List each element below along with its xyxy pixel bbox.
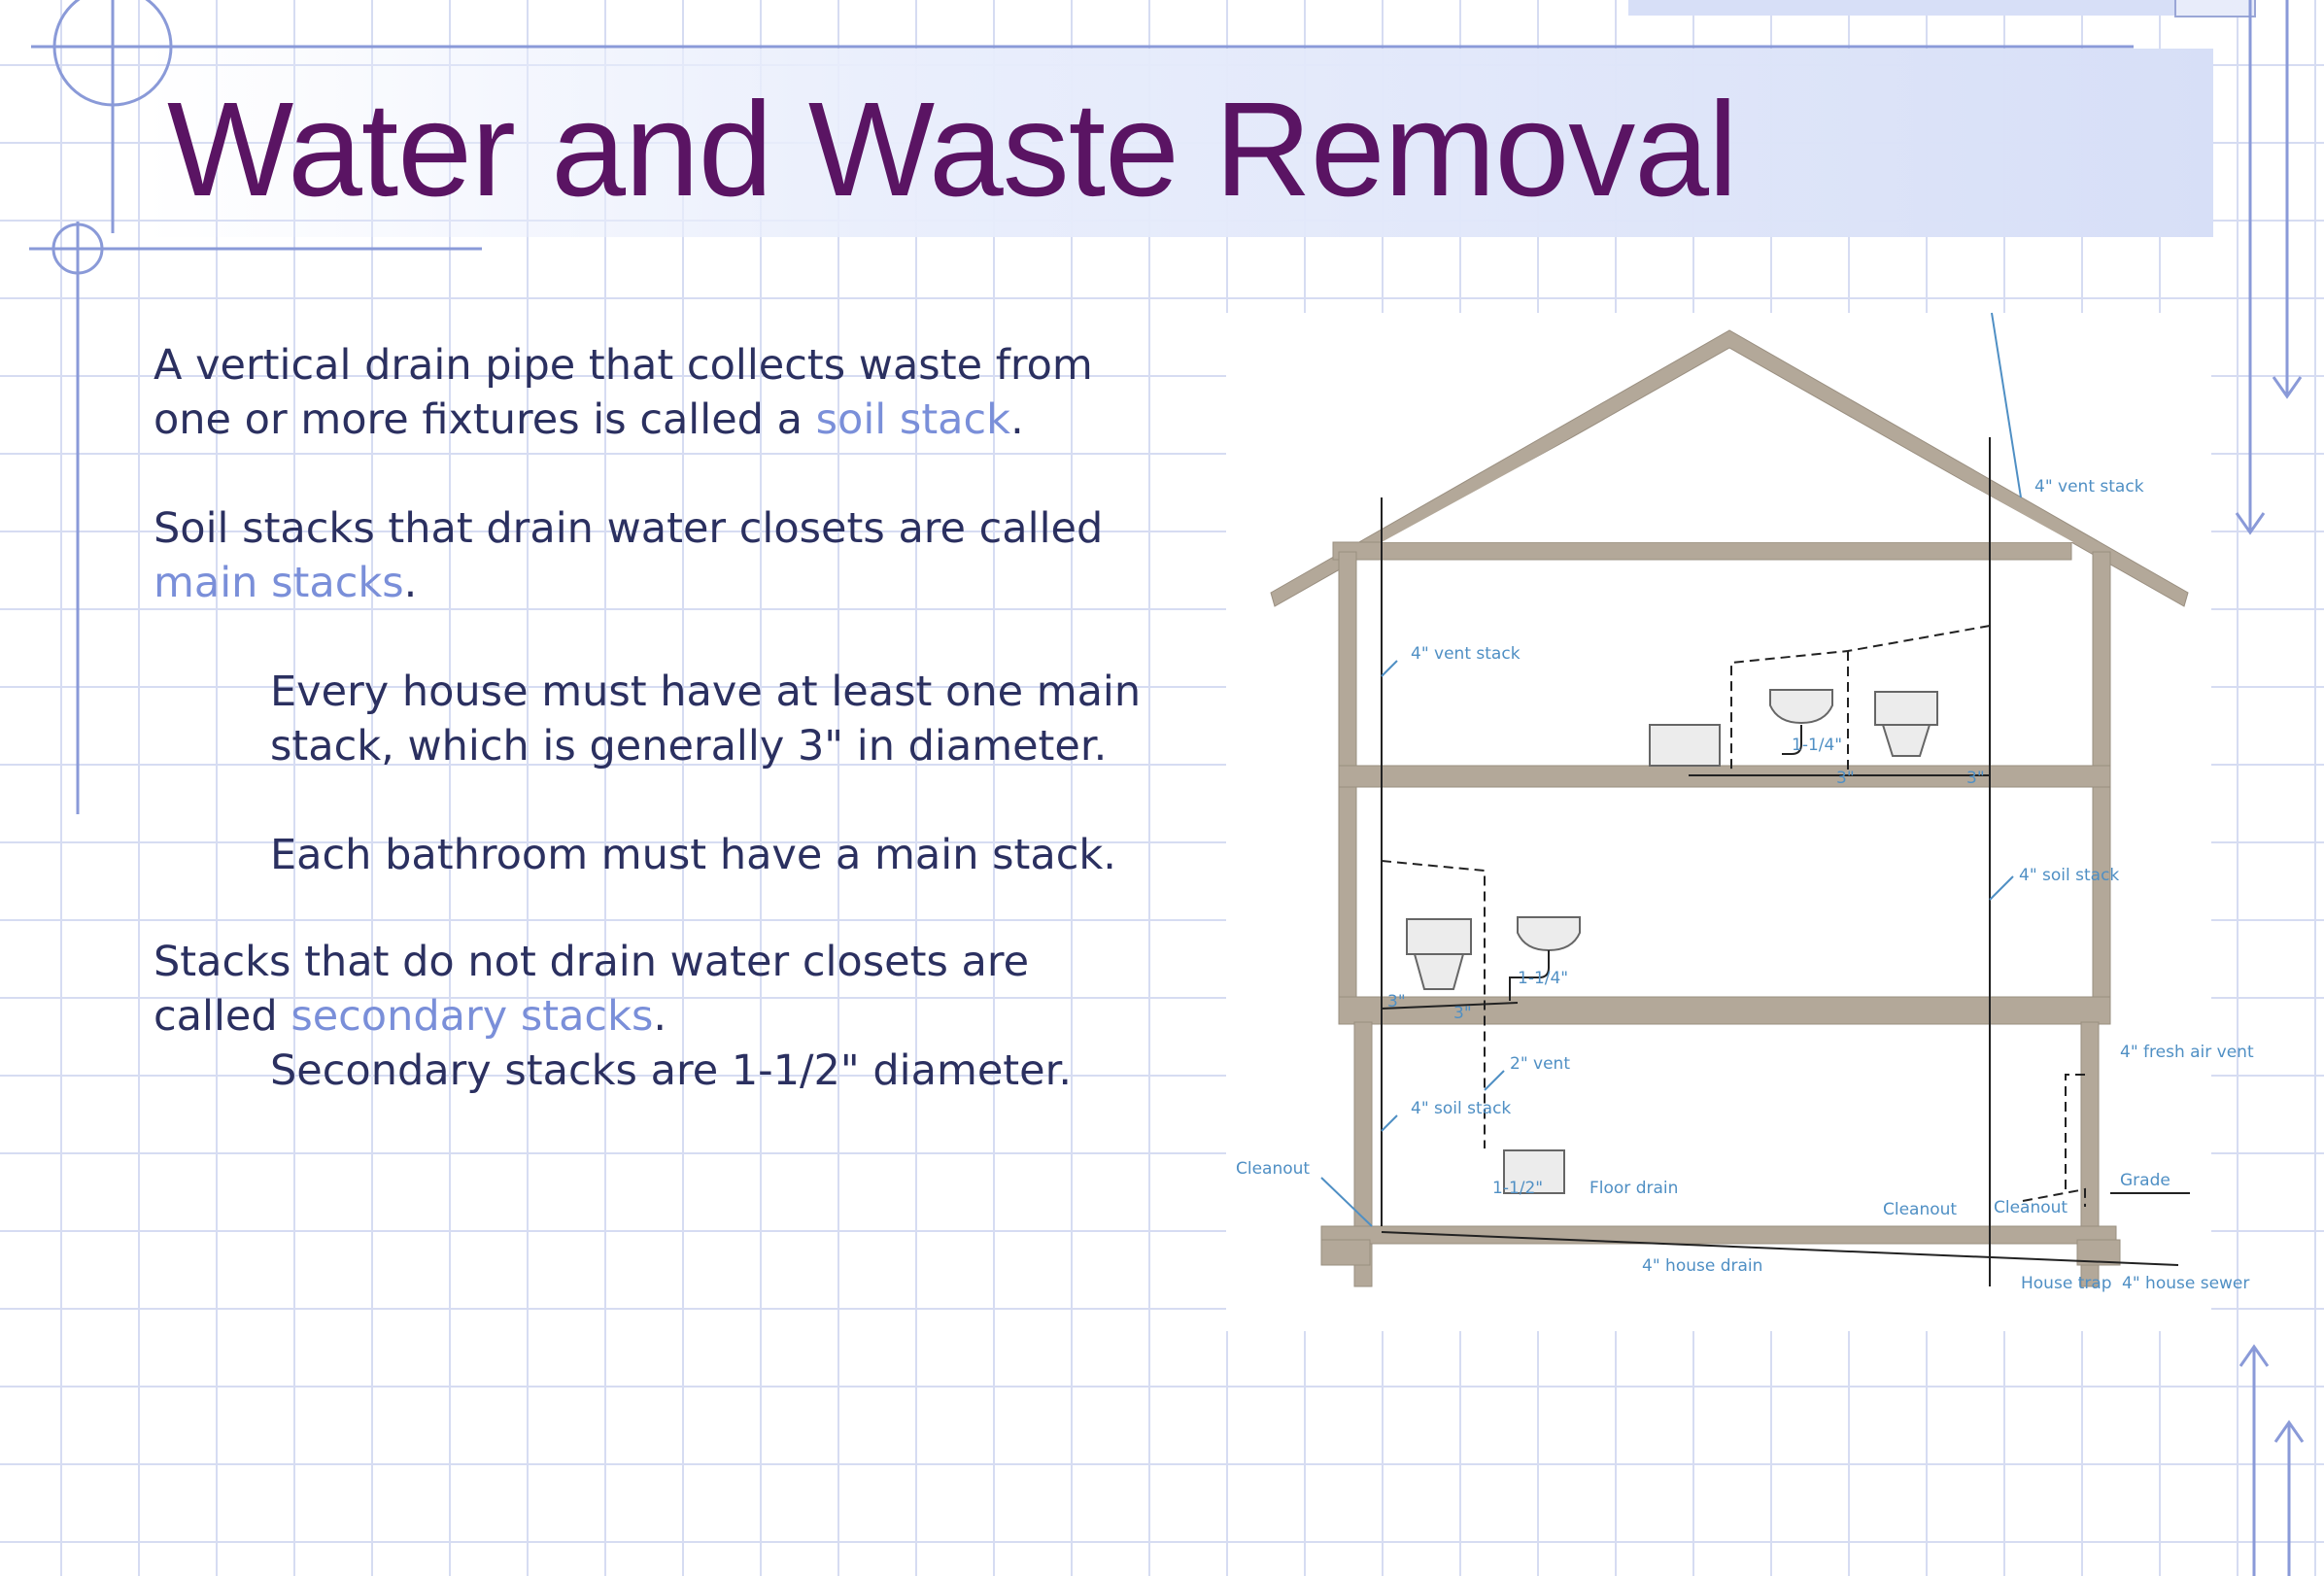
leader-arrow: [1381, 660, 1398, 677]
toilet-bowl-icon: [1881, 724, 1931, 757]
arrow-up-icon: [2273, 1420, 2305, 1443]
label-cleanout-left: Cleanout: [1236, 1159, 1310, 1179]
label-size-3c: 3": [1387, 992, 1406, 1011]
bathtub-icon: [1649, 724, 1721, 767]
first-floor: [1338, 996, 2111, 1025]
basement-slab: [1320, 1225, 2117, 1245]
label-soil-stack-right: 4" soil stack: [2019, 866, 2119, 885]
label-size-middle: 1-1/4": [1518, 969, 1568, 988]
label-house-trap: House trap: [2021, 1274, 2112, 1293]
top-decorative-box: [2174, 0, 2256, 17]
attic-floor: [1332, 541, 2072, 561]
paragraph-soil-stack: A vertical drain pipe that collects wast…: [154, 338, 1106, 447]
leader-arrow: [1991, 312, 2022, 498]
leader-arrow: [1484, 1070, 1505, 1091]
label-vent-stack-top: 4" vent stack: [2034, 477, 2144, 497]
cleanout-line: [2022, 1187, 2086, 1207]
leader-arrow: [1381, 1114, 1398, 1132]
text: .: [1010, 395, 1024, 444]
label-fresh-air-vent: 4" fresh air vent: [2120, 1043, 2254, 1062]
left-wall-lower: [1353, 1021, 1373, 1287]
house-drain: [1381, 1231, 2179, 1266]
label-vent-2: 2" vent: [1510, 1054, 1570, 1074]
label-grade: Grade: [2120, 1171, 2170, 1190]
label-size-upper: 1-1/4": [1792, 736, 1842, 755]
sink-icon: [1769, 689, 1833, 725]
label-house-drain: 4" house drain: [1642, 1256, 1762, 1276]
plumbing-diagram: 4" vent stack 4" vent stack 1-1/4" 4" so…: [1226, 312, 2254, 1331]
title-band: [144, 49, 2213, 237]
paragraph-main-stacks: Soil stacks that drain water closets are…: [154, 501, 1106, 610]
attic-space: [1382, 352, 2073, 542]
vent-line-middle: [1381, 860, 1486, 1148]
arrow-up-icon: [2239, 1344, 2270, 1367]
vent-line-upper: [1730, 625, 1991, 771]
label-vent-stack-left: 4" vent stack: [1411, 644, 1521, 664]
label-floor-drain: Floor drain: [1589, 1179, 1678, 1198]
roof: [1270, 329, 2189, 607]
trap-middle: [1509, 950, 1550, 1001]
text: .: [653, 992, 667, 1041]
toilet-tank-icon: [1874, 691, 1938, 726]
paragraph-secondary-stacks: Stacks that do not drain water closets a…: [154, 935, 1106, 1044]
term-soil-stack: soil stack: [815, 395, 1011, 444]
label-size-floor: 1-1/2": [1492, 1179, 1543, 1198]
text: .: [403, 559, 418, 607]
term-main-stacks: main stacks: [154, 559, 404, 607]
top-decorative-strip: [1628, 0, 2250, 16]
laundry-tub-icon: [1503, 1149, 1565, 1194]
leader-arrow: [1989, 875, 2014, 901]
label-size-3b: 3": [1966, 769, 1985, 788]
label-size-3d: 3": [1453, 1004, 1472, 1023]
trap-upper: [1782, 725, 1802, 755]
paragraph-secondary-diameter: Secondary stacks are 1-1/2" diameter.: [270, 1046, 1072, 1095]
footing-left: [1320, 1239, 1371, 1266]
slide-title: Water and Waste Removal: [167, 75, 1738, 224]
label-soil-stack-left: 4" soil stack: [1411, 1099, 1511, 1118]
arrow-down-icon: [2235, 512, 2266, 535]
label-cleanout-mid: Cleanout: [1883, 1200, 1957, 1219]
leader-arrow: [1320, 1177, 1373, 1227]
label-cleanout-right: Cleanout: [1994, 1198, 2068, 1217]
sink-icon: [1517, 916, 1581, 952]
paragraph-bathroom-rule: Each bathroom must have a main stack.: [270, 831, 1116, 879]
text: Stacks that do not drain water closets a…: [154, 938, 1030, 1041]
fresh-air-vent-line: [2065, 1074, 2085, 1191]
label-house-sewer: 4" house sewer: [2122, 1274, 2249, 1293]
label-size-3a: 3": [1836, 769, 1855, 788]
text: A vertical drain pipe that collects wast…: [154, 341, 1093, 444]
toilet-tank-icon: [1406, 918, 1472, 955]
paragraph-main-stack-rule: Every house must have at least one main …: [270, 668, 1142, 771]
text: Soil stacks that drain water closets are…: [154, 504, 1104, 553]
toilet-bowl-icon: [1413, 953, 1465, 990]
middle-drain: [1381, 1002, 1519, 1010]
arrow-down-icon: [2272, 376, 2303, 399]
crosshair-circle-small: [51, 223, 104, 275]
term-secondary-stacks: secondary stacks: [290, 992, 654, 1041]
right-wall-lower: [2080, 1021, 2100, 1287]
